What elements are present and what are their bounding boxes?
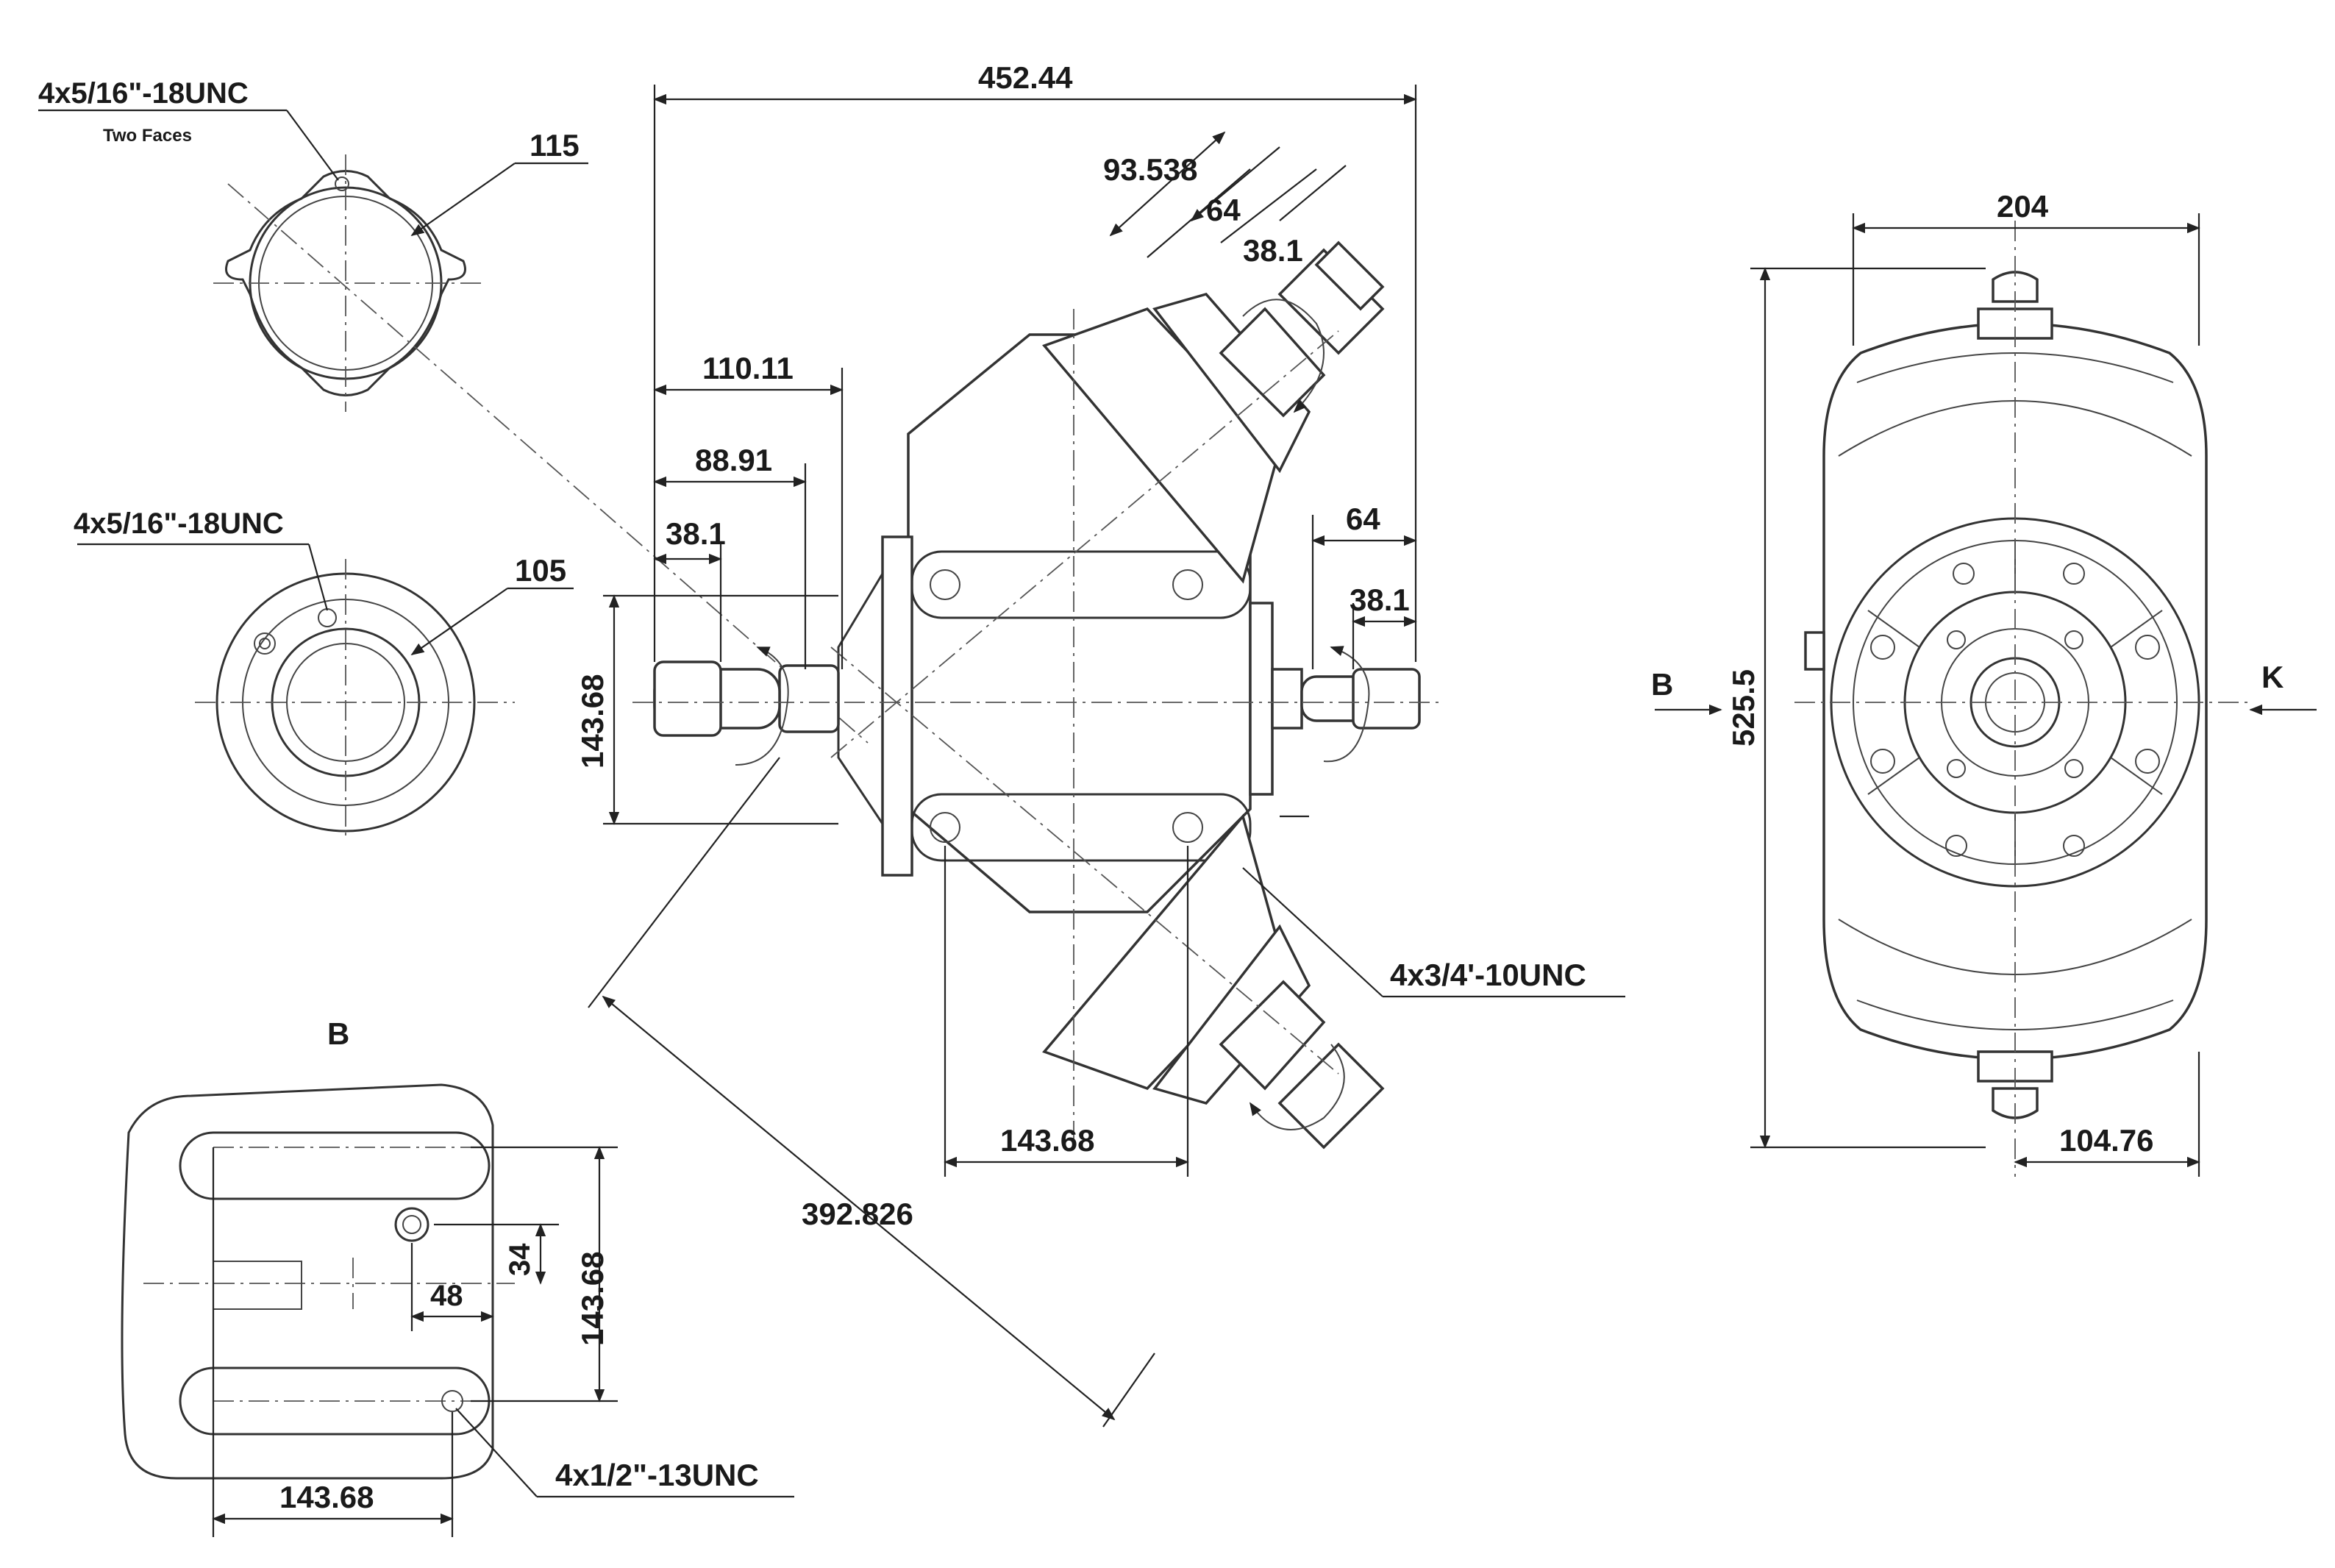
detail-b-title: B — [327, 1016, 349, 1051]
detail-offset-48-label: 48 — [430, 1280, 463, 1312]
top-flange-diameter-label: 115 — [530, 128, 580, 163]
side-height-label: 525.5 — [1726, 669, 1761, 746]
detail-b-view: B 34 48 143.68 143.68 — [121, 1016, 794, 1537]
mid-flange-diameter-label: 105 — [515, 553, 566, 588]
view-b-marker: B — [1651, 667, 1673, 702]
side-view: 204 525.5 104.76 B K — [1651, 189, 2317, 1177]
upper-shaft-offset-label: 93.538 — [1103, 152, 1197, 187]
front-view: 452.44 93.538 64 38.1 110.11 88.91 38.1 … — [575, 60, 1625, 1428]
upper-shaft-length-label: 64 — [1206, 193, 1241, 227]
input-spline-length-label: 38.1 — [666, 516, 726, 551]
detail-offset-34-label: 34 — [504, 1243, 536, 1276]
diagonal-length-label: 392.826 — [802, 1197, 913, 1231]
top-flange-note-label: Two Faces — [103, 126, 192, 146]
front-bolt-thread-label: 4x3/4'-10UNC — [1390, 958, 1586, 992]
upper-spline-length-label: 38.1 — [1243, 233, 1303, 268]
input-shaft-mid-label: 88.91 — [695, 443, 772, 477]
mid-flange-thread-label: 4x5/16"-18UNC — [74, 507, 284, 540]
mid-flange-view: 4x5/16"-18UNC 105 — [74, 507, 574, 838]
overall-width-label: 452.44 — [978, 60, 1073, 95]
detail-width-label: 143.68 — [279, 1480, 374, 1514]
right-shaft-length-label: 64 — [1346, 502, 1380, 536]
view-k-marker: K — [2261, 660, 2284, 694]
flange-height-label: 143.68 — [575, 674, 610, 769]
bottom-width-label: 143.68 — [1000, 1123, 1094, 1158]
detail-bolt-thread-label: 4x1/2"-13UNC — [555, 1458, 759, 1492]
side-offset-label: 104.76 — [2059, 1123, 2153, 1158]
right-spline-length-label: 38.1 — [1350, 582, 1410, 617]
top-flange-thread-label: 4x5/16"-18UNC — [38, 77, 249, 110]
detail-height-label: 143.68 — [575, 1252, 610, 1346]
side-width-label: 204 — [1997, 189, 2049, 224]
top-flange-view: 4x5/16"-18UNC Two Faces 115 — [38, 77, 869, 744]
input-shaft-total-label: 110.11 — [702, 351, 794, 385]
